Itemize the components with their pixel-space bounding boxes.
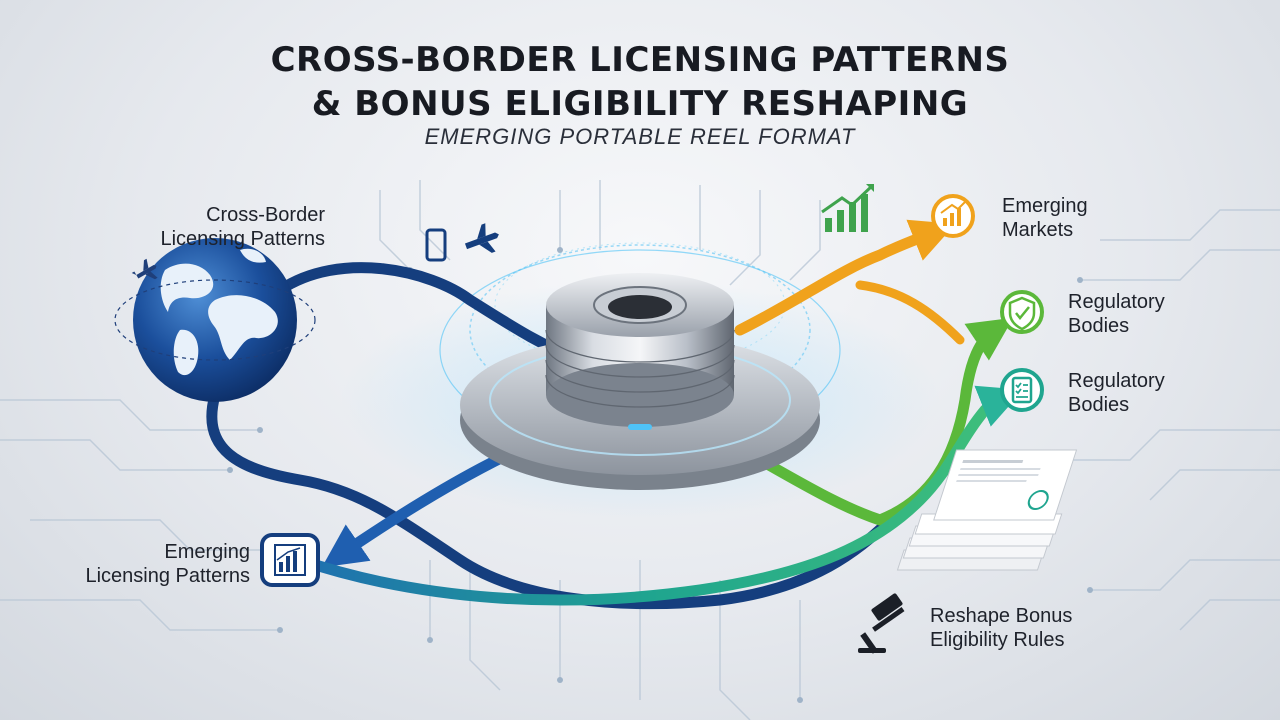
label-cross-border-licensing: Cross-Border Licensing Patterns [160,204,325,250]
path-globe-to-reel [274,262,586,366]
label-emerging-licensing-patterns: Emerging Licensing Patterns [85,541,250,587]
shield-check-icon [1000,290,1044,334]
path-orange-branch [855,280,965,345]
arrow-to-regulatory-2 [294,385,1024,606]
emerging-markets-icon [931,194,975,238]
bar-chart-icon [260,533,320,587]
label-regulatory-bodies-1: Regulatory Bodies [1068,291,1165,337]
circuit-traces [0,180,1280,720]
title-line-2: & BONUS ELIGIBILITY RESHAPING [311,84,969,124]
arrow-to-emerging-markets [734,219,956,336]
portable-reel [460,273,820,490]
label-regulatory-bodies-2: Regulatory Bodies [1068,370,1165,416]
path-globe-down [206,389,896,610]
title-line-1: CROSS-BORDER LICENSING PATTERNS [270,40,1010,80]
airplane-icon [131,258,158,280]
growth-chart-icon [821,184,874,232]
gavel-icon [858,593,905,654]
phone-airplane-icon [425,223,499,262]
documents-icon [896,449,1078,571]
checklist-icon [1000,368,1044,412]
globe-icon [114,238,316,402]
subtitle: EMERGING PORTABLE REEL FORMAT [424,124,856,149]
label-emerging-markets: Emerging Markets [1002,195,1088,241]
label-reshape-bonus-eligibility: Reshape Bonus Eligibility Rules [930,605,1073,651]
